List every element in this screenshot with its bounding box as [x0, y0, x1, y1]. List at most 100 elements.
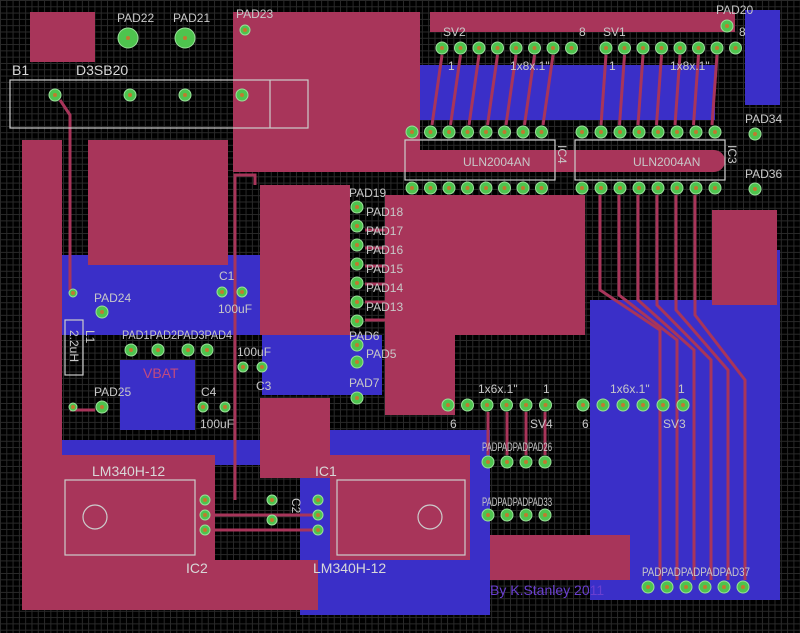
ic3-pin-drill	[713, 186, 717, 190]
sv3-pin-drill	[621, 403, 625, 407]
sv1-pin-drill	[696, 46, 701, 50]
uln-left-label: ULN2004AN	[463, 155, 530, 169]
pad36-label: PAD36	[745, 167, 782, 181]
ic2-label: IC2	[186, 560, 208, 576]
sv1-label: SV1	[603, 25, 626, 39]
ic4-pin-drill	[521, 186, 525, 190]
sv3-pin1-label: 1	[678, 382, 685, 396]
pad19-label: PAD19	[349, 186, 386, 200]
ic1-label: IC1	[315, 463, 337, 479]
sv4-type-label: 1x6x.1"	[478, 382, 518, 396]
ic4-label: IC4	[555, 145, 569, 164]
pad33-row-drill	[524, 513, 528, 517]
ic4-pin-drill	[465, 130, 470, 134]
b1-pin-drill	[240, 93, 244, 97]
b1-label: B1	[12, 62, 29, 78]
ic3-pin-drill	[656, 130, 660, 134]
ic4-pin-drill	[447, 186, 451, 190]
sv3-pin-drill	[661, 403, 665, 407]
trace	[598, 195, 662, 580]
trace	[693, 195, 747, 580]
ic2-pin-drill	[203, 513, 207, 517]
sv1-pin-drill	[622, 46, 627, 50]
pad6-drill	[355, 343, 359, 347]
trace	[365, 195, 526, 322]
pad20-drill	[725, 24, 729, 28]
trace	[365, 195, 508, 304]
d3sb20-label: D3SB20	[76, 62, 128, 78]
trace	[673, 54, 682, 126]
pad-18-drill	[355, 224, 359, 228]
ic1-pin-drill	[316, 513, 320, 517]
pad37-row-drill	[722, 585, 726, 589]
c4-pad-drill	[201, 405, 205, 409]
ic3-pin-drill	[637, 186, 641, 190]
pad-1-4-drill	[186, 348, 190, 352]
pad24-drill	[100, 310, 104, 314]
pad25-drill	[100, 405, 104, 409]
ic3-pin-drill	[580, 186, 584, 190]
pad-19-drill	[355, 205, 359, 209]
pad24-label: PAD24	[94, 291, 131, 305]
pad7-label: PAD7	[349, 376, 380, 390]
pad14-label: PAD14	[366, 281, 403, 295]
pad26-row-drill	[524, 460, 528, 464]
sv2-pin-drill	[569, 46, 574, 50]
b1-pin-drill	[128, 93, 132, 97]
ic4-pin-drill	[484, 186, 488, 190]
sv2-pin-drill	[551, 46, 555, 50]
sv3-pin-drill	[681, 403, 685, 407]
ic4-pin-drill	[539, 186, 544, 190]
ic3-pin-drill	[637, 130, 641, 134]
ic4-pin-drill	[410, 186, 414, 190]
ic4-pin-drill	[447, 130, 451, 134]
traces	[58, 54, 747, 580]
trace	[636, 54, 645, 126]
l1-value: 2.2uH	[67, 330, 81, 362]
trace	[541, 54, 555, 126]
pad18-label: PAD18	[366, 205, 403, 219]
ic4-pin-drill	[410, 130, 414, 134]
sv3-pin-drill	[581, 403, 585, 407]
trace	[486, 54, 499, 126]
b1-pin-drill	[183, 93, 187, 97]
trace	[710, 54, 719, 126]
pad6-label: PAD6	[349, 329, 380, 343]
trace	[618, 54, 626, 126]
ic1-pin-drill	[316, 528, 320, 532]
pad33-row-drill	[486, 513, 490, 517]
l1-pin-drill	[71, 291, 75, 295]
pad23-label: PAD23	[236, 7, 273, 21]
c1-label: C1	[219, 269, 235, 283]
pad-1-4-drill	[129, 348, 133, 352]
sv4-pin6-label: 6	[450, 417, 457, 431]
ic3-pin-drill	[618, 130, 622, 134]
sv2-label: SV2	[443, 25, 466, 39]
trace	[365, 195, 471, 268]
ic3-pin-drill	[694, 130, 698, 134]
sv4-pin-drill	[504, 403, 509, 407]
sv1-pin-drill	[715, 46, 719, 50]
trace	[504, 54, 518, 126]
ic2-pin-drill	[203, 498, 207, 502]
c2-pad-drill	[270, 498, 274, 502]
sv1-pin1-label: 1	[609, 59, 616, 73]
trace	[365, 195, 452, 250]
sv4-pin-drill	[543, 403, 548, 407]
c3-pad-drill	[241, 365, 245, 369]
pad13-label: PAD13	[366, 300, 403, 314]
ic4-pin-drill	[502, 130, 507, 134]
c1-pad-drill	[220, 290, 224, 294]
sv2-pin-drill	[477, 46, 481, 50]
ic3-label: IC3	[725, 145, 739, 164]
c4-pad-drill	[223, 405, 227, 409]
trace	[617, 195, 679, 580]
pad7-drill	[355, 396, 359, 400]
ic3-pin-drill	[599, 186, 603, 190]
pads	[48, 19, 762, 594]
pad37-row-drill	[684, 585, 688, 589]
sv4-pin-drill	[524, 403, 528, 407]
top-copper-layer	[22, 12, 777, 610]
